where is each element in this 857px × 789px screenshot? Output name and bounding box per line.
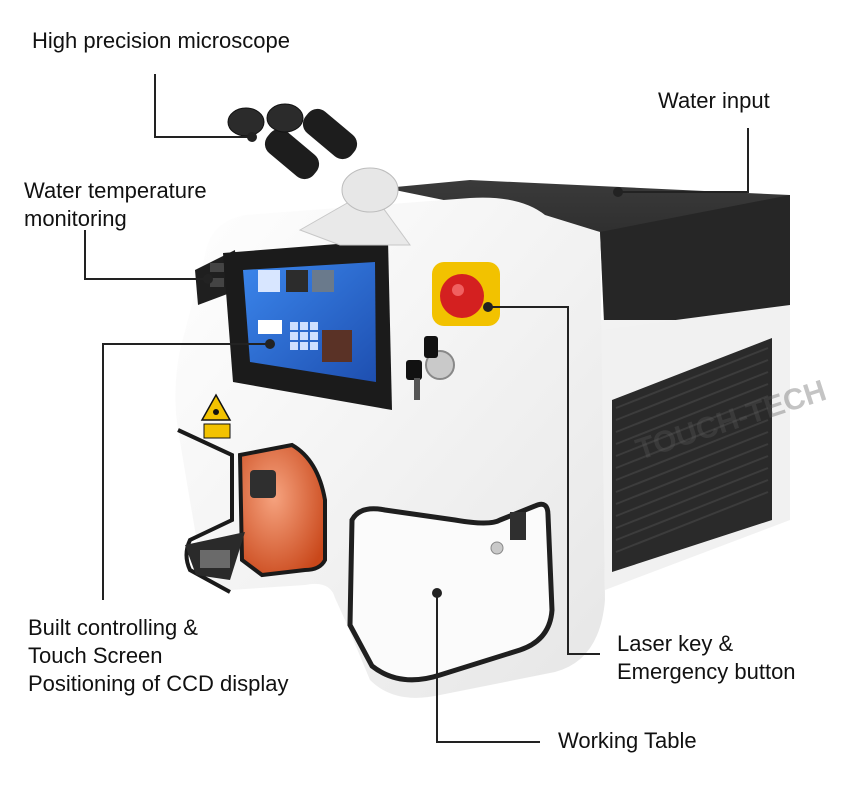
leader-water-temp [84,230,208,280]
laser-warning-icon [200,393,232,439]
label-laser-key: Laser key & Emergency button [617,630,796,686]
side-panel [600,305,790,590]
leader-water-input [618,128,749,193]
label-microscope-text: High precision microscope [32,28,290,53]
label-water-temp-line-1: Water temperature [24,178,207,203]
touch-screen [223,240,392,410]
label-laser-key-line-2: Emergency button [617,659,796,684]
base-tray [185,532,245,580]
key-icon [406,336,455,400]
label-touch-screen-line-1: Built controlling & [28,615,198,640]
leader-laser-key [488,306,600,655]
label-working-table: Working Table [558,727,697,755]
microscope-icon [227,103,411,246]
label-touch-screen-line-3: Positioning of CCD display [28,671,289,696]
leader-lines [84,74,749,743]
label-water-temp-line-2: monitoring [24,206,127,231]
label-water-temp: Water temperature monitoring [24,177,207,233]
label-laser-key-line-1: Laser key & [617,631,734,656]
welding-chamber [237,442,327,578]
leader-working-table [436,593,540,743]
leader-dots [203,132,623,598]
leader-microscope [154,74,252,138]
leader-touch-screen [102,343,270,600]
label-touch-screen: Built controlling & Touch Screen Positio… [28,614,288,698]
working-table-window [347,501,555,683]
label-working-table-text: Working Table [558,728,697,753]
label-microscope: High precision microscope [32,27,290,55]
label-touch-screen-line-2: Touch Screen [28,643,163,668]
label-water-input-text: Water input [658,88,770,113]
emergency-stop-icon [432,262,500,326]
label-water-input: Water input [658,87,770,115]
